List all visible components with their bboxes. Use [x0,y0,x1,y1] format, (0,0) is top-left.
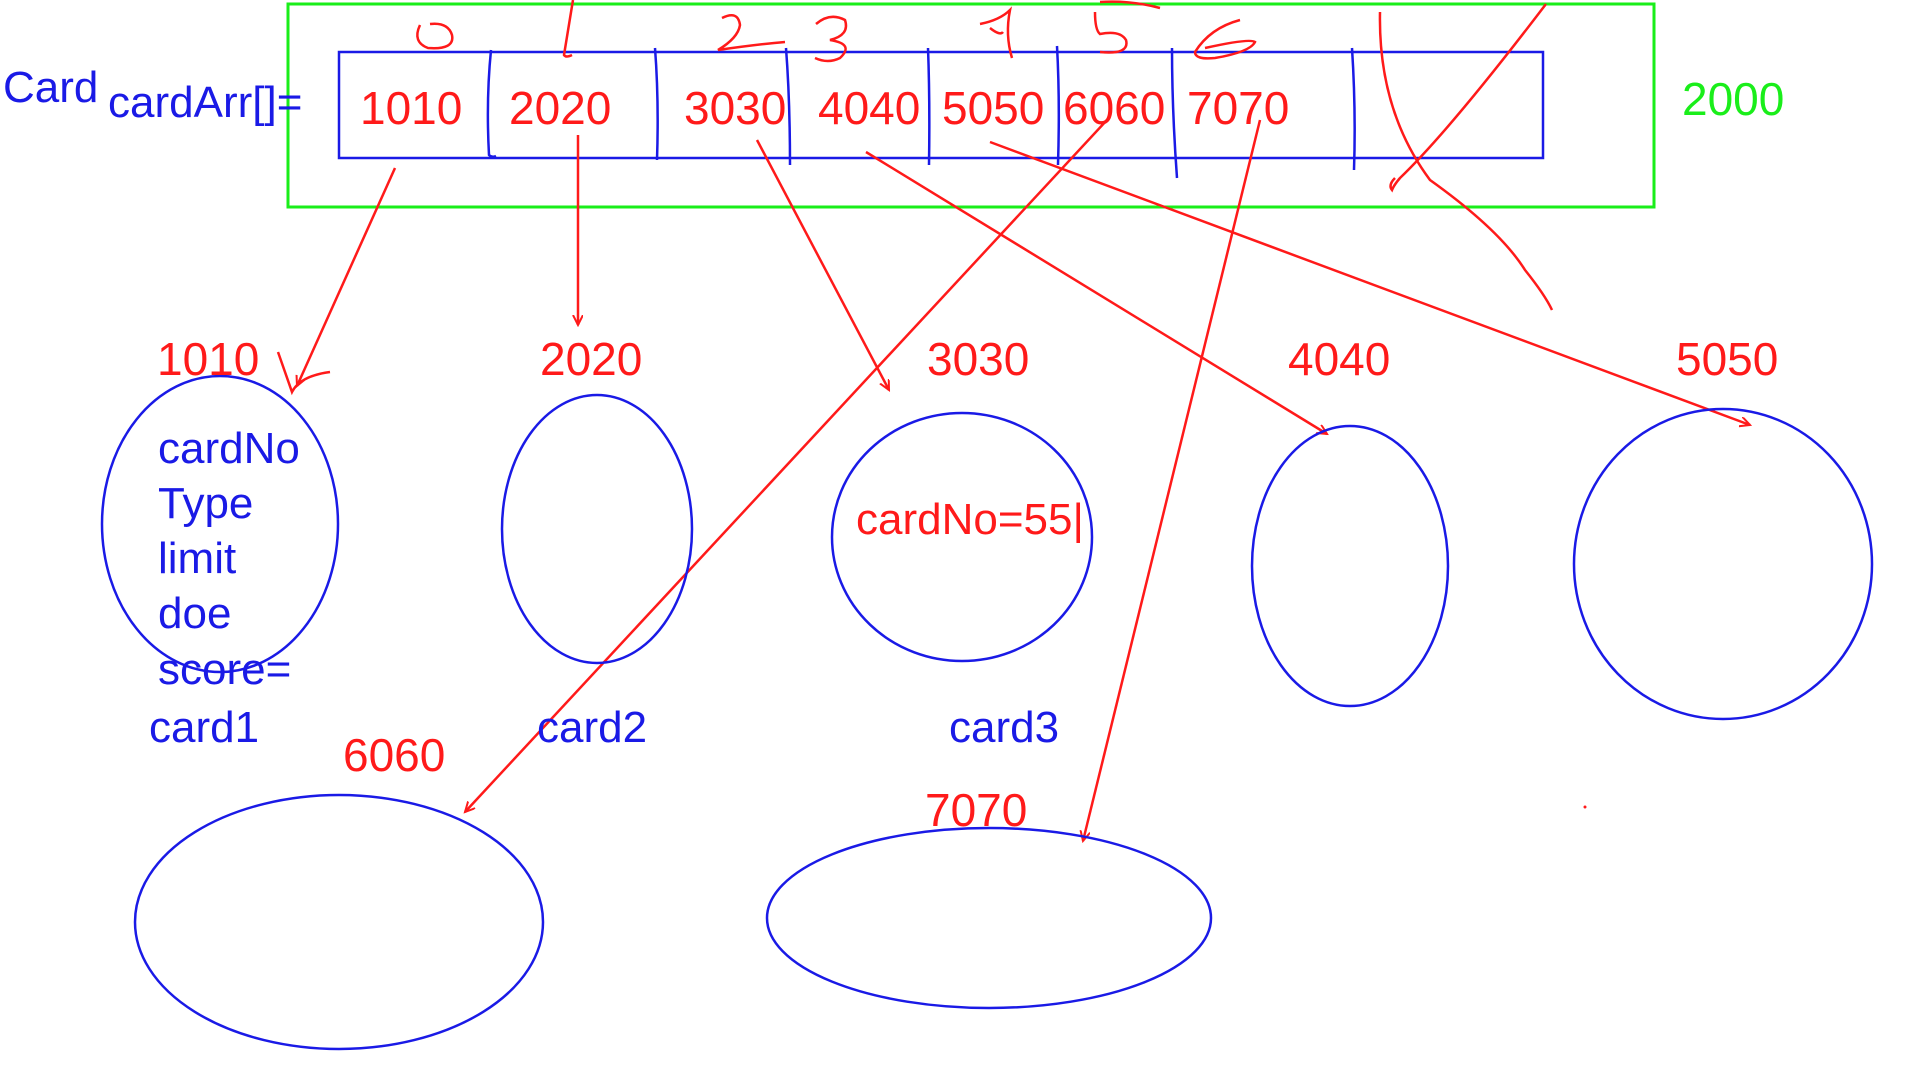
field-cardno: cardNo [158,424,300,473]
array-address: 2000 [1682,73,1784,125]
object-7070-ellipse [765,826,1213,1010]
object-1010-ellipse [100,374,340,674]
array-cell-6060: 6060 [1063,82,1165,134]
array-cell-values: 1010 2020 3030 4040 5050 6060 7070 [360,82,1289,134]
reference-arrows [297,119,1750,841]
field-type: Type [158,479,253,528]
object-2020-address: 2020 [540,333,642,385]
array-cell-2020: 2020 [509,82,611,134]
object-3030-field: cardNo=55| [856,495,1084,544]
object-7070-address: 7070 [925,784,1027,836]
arrow-check-stroke [276,351,331,396]
array-box [337,50,1545,160]
object-1010-address: 1010 [157,333,259,385]
object-5050-ellipse [1572,407,1874,721]
object-6060-ellipse [133,793,545,1051]
object-3030-address: 3030 [927,333,1029,385]
array-cell-7070: 7070 [1187,82,1289,134]
object-4040-address: 4040 [1288,333,1390,385]
object-2020-ellipse [500,393,694,665]
array-cell-4040: 4040 [818,82,920,134]
array-label: cardArr[]= [108,78,302,127]
object-1010-name: card1 [149,703,259,752]
array-cell-3030: 3030 [684,82,786,134]
field-doe: doe [158,589,231,638]
object-5050-address: 5050 [1676,333,1778,385]
object-4040-ellipse [1250,424,1450,708]
object-3030-name: card3 [949,703,1059,752]
stray-dot [1583,805,1587,809]
object-1010-fields: cardNo Type limit doe score= [158,424,300,694]
object-ellipses [100,374,1874,1051]
array-cell-1010: 1010 [360,82,462,134]
object-3030-ellipse [830,411,1094,663]
object-addresses: 1010 2020 3030 4040 5050 6060 7070 [157,333,1778,836]
array-index-scribbles [416,0,1257,63]
class-label: Card [3,63,98,112]
array-cell-5050: 5050 [942,82,1044,134]
right-side-scribbles [1378,3,1554,311]
field-limit: limit [158,534,236,583]
object-6060-address: 6060 [343,729,445,781]
object-names: card1 card2 card3 [149,703,1059,752]
object-2020-name: card2 [537,703,647,752]
array-cell-dividers [486,45,1356,179]
field-score: score= [158,645,291,694]
array-heap-frame [286,2,1656,209]
